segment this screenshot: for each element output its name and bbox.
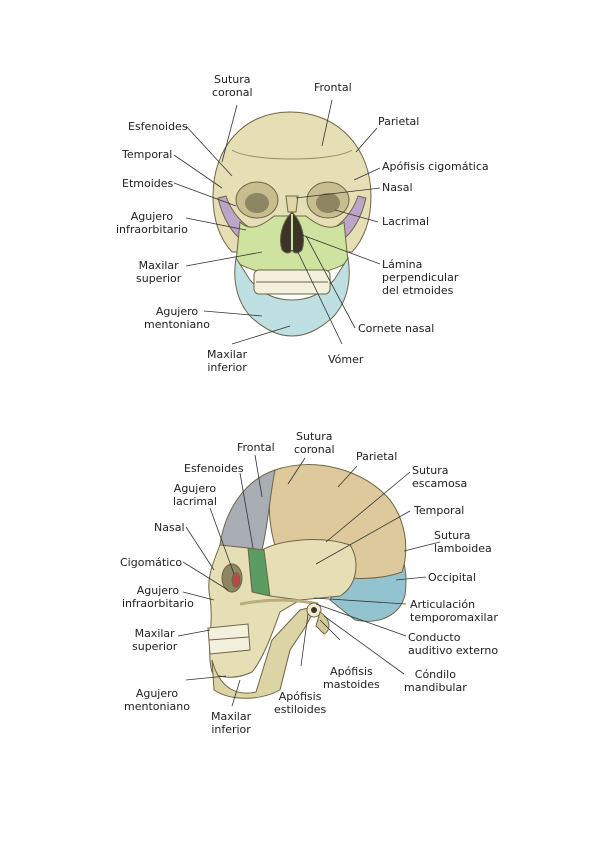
label-side-occipital: Occipital xyxy=(428,571,476,584)
label-front-parietal: Parietal xyxy=(378,115,420,128)
label-front-vomer: Vómer xyxy=(328,353,364,366)
label-front-cornete-nasal: Cornete nasal xyxy=(358,322,435,335)
front-skull xyxy=(212,111,372,337)
side-frontal xyxy=(219,469,276,551)
front-mandible xyxy=(234,256,350,337)
label-side-parietal: Parietal xyxy=(356,450,398,463)
side-leader-lines xyxy=(177,454,441,707)
label-front-frontal: Frontal xyxy=(314,81,352,94)
label-side-frontal: Frontal xyxy=(237,441,275,454)
label-side-nasal: Nasal xyxy=(154,521,185,534)
label-front-esfenoides: Esfenoides xyxy=(128,120,188,133)
label-side-temporal: Temporal xyxy=(414,504,465,517)
label-front-lacrimal: Lacrimal xyxy=(382,215,430,228)
label-front-temporal: Temporal xyxy=(122,148,173,161)
side-temporal xyxy=(261,539,357,601)
label-front-nasal: Nasal xyxy=(382,181,413,194)
label-side-cigomatico: Cigomático xyxy=(120,556,183,569)
label-side-esfenoides: Esfenoides xyxy=(184,462,244,475)
front-leader-lines xyxy=(173,99,381,345)
label-front-apofisis-cigomatica: Apófisis cigomática xyxy=(382,160,489,173)
side-lacrimal xyxy=(231,572,241,588)
label-front-etmoides: Etmoides xyxy=(122,177,174,190)
